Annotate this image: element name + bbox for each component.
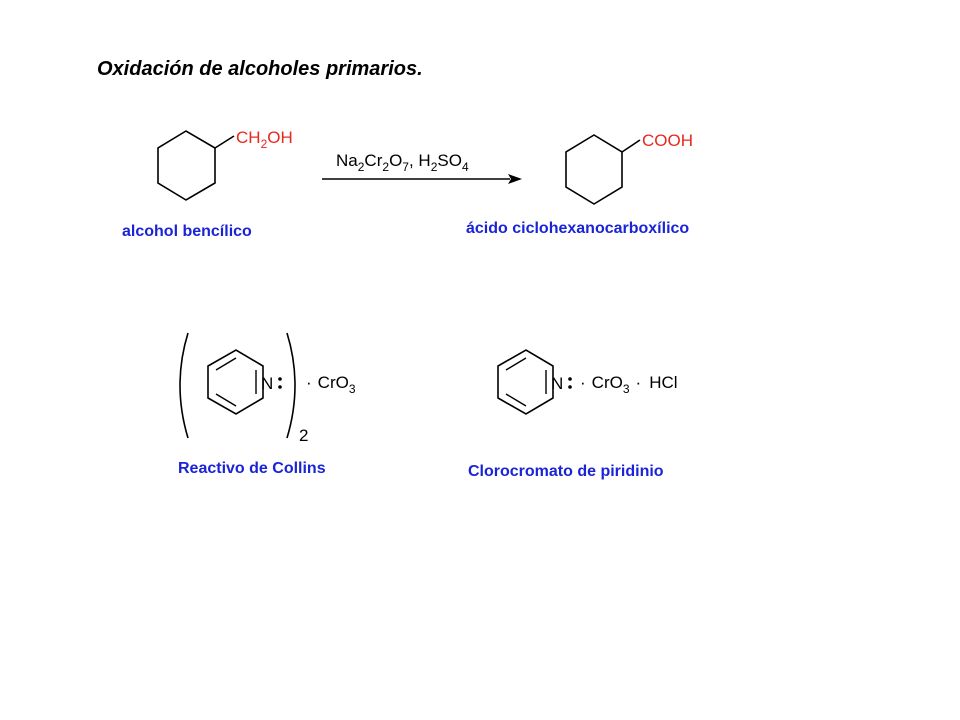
collins-lone-pair-dot-1 xyxy=(278,377,282,381)
product-name: ácido ciclohexanocarboxílico xyxy=(466,220,689,237)
reactant-name: alcohol bencílico xyxy=(122,223,252,240)
collins-reagent: N 2 ·CrO3 Reactivo de Collins xyxy=(178,332,356,477)
product-substituent-label: COOH xyxy=(642,131,693,150)
collins-pyridine-ring xyxy=(207,349,264,415)
collins-multiplier: 2 xyxy=(299,426,308,445)
pcc-pyridine-ring xyxy=(497,349,554,415)
page-title: Oxidación de alcoholes primarios. xyxy=(97,58,423,80)
collins-nitrogen-label: N xyxy=(261,374,273,393)
collins-right-parenthesis xyxy=(286,332,296,439)
reactant-substituent-label: CH2OH xyxy=(236,128,293,151)
product-substituent-bond xyxy=(621,139,641,153)
collins-cro3-label: ·CrO3 xyxy=(306,373,356,396)
pcc-ring-double-bond-2 xyxy=(505,393,527,407)
pcc-name: Clorocromato de piridinio xyxy=(468,463,664,480)
reaction-arrow-head xyxy=(508,174,522,184)
product-cyclohexane-ring xyxy=(565,134,623,205)
collins-left-parenthesis xyxy=(179,332,189,439)
reaction-reagents: Na2Cr2O7, H2SO4 xyxy=(336,151,469,174)
reactant-substituent-bond xyxy=(214,135,235,149)
pcc-cro3-hcl-label: ·CrO3·HCl xyxy=(580,373,678,396)
collins-ring-double-bond-1 xyxy=(215,357,237,371)
pcc-lone-pair-dot-2 xyxy=(568,385,572,389)
pcc-ring-double-bond-1 xyxy=(505,357,527,371)
pcc-reagent: N ·CrO3·HCl Clorocromato de piridinio xyxy=(468,349,678,480)
collins-lone-pair-dot-2 xyxy=(278,385,282,389)
collins-name: Reactivo de Collins xyxy=(178,460,326,477)
reactant-cyclohexane-ring xyxy=(157,130,216,201)
reaction-arrow-group: Na2Cr2O7, H2SO4 xyxy=(322,151,522,184)
reactant-structure: CH2OH alcohol bencílico xyxy=(122,128,293,240)
pcc-lone-pair-dot-1 xyxy=(568,377,572,381)
product-structure: COOH ácido ciclohexanocarboxílico xyxy=(466,131,693,237)
pcc-nitrogen-label: N xyxy=(551,374,563,393)
collins-ring-double-bond-2 xyxy=(215,393,237,407)
